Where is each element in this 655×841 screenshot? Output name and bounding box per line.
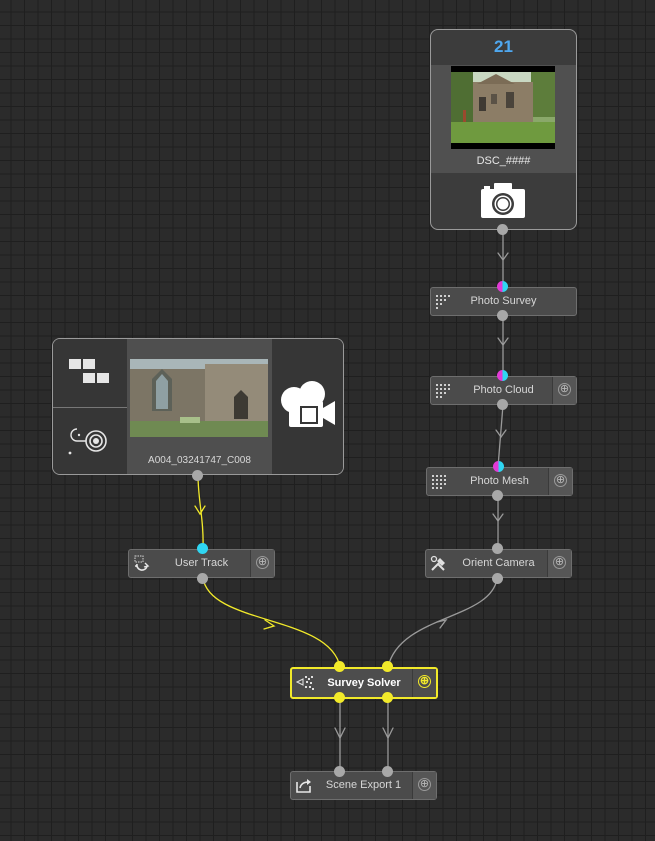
photo-thumbnail <box>451 66 555 149</box>
movie-camera-panel[interactable] <box>272 339 343 474</box>
wire-cloud-to-mesh <box>497 404 504 468</box>
orient-camera-icon <box>430 555 445 571</box>
survey-solver-output-port-right[interactable] <box>382 692 393 703</box>
video-source-output-port[interactable] <box>192 470 203 481</box>
arrow-2 <box>497 337 509 347</box>
lens-target-icon <box>68 428 107 455</box>
wire-orient-to-solver <box>387 578 498 668</box>
arrow-7 <box>382 727 394 740</box>
add-icon: ⊕ <box>553 556 566 569</box>
photo-source-output-port[interactable] <box>497 224 508 235</box>
arrow-1 <box>497 252 509 262</box>
photo-camera-icon <box>481 183 525 218</box>
video-source-card[interactable]: A004_03241747_C008 <box>52 338 344 475</box>
photo-survey-output-port[interactable] <box>497 310 508 321</box>
photo-source-card[interactable]: 21 DSC_#### <box>430 29 577 230</box>
lens-panel[interactable] <box>53 408 127 474</box>
orient-camera-output-port[interactable] <box>492 573 503 584</box>
survey-solver-input-port-left[interactable] <box>334 661 345 672</box>
wire-video-to-usertrack <box>197 474 204 550</box>
photo-mesh-label: Photo Mesh <box>470 475 529 487</box>
wire-usertrack-to-solver <box>202 577 341 668</box>
add-icon: ⊕ <box>256 556 269 569</box>
photo-mesh-output-port[interactable] <box>492 490 503 501</box>
photo-cloud-output-port[interactable] <box>497 399 508 410</box>
photo-filename: DSC_#### <box>476 155 531 167</box>
arrow-9 <box>263 619 276 630</box>
user-track-output-port[interactable] <box>197 573 208 584</box>
arrow-3 <box>495 429 507 439</box>
tracking-grid-icon <box>69 359 109 383</box>
arrow-6 <box>334 727 346 740</box>
photo-cloud-input-port[interactable] <box>497 370 508 381</box>
scene-export-input-port-left[interactable] <box>334 766 345 777</box>
movie-camera-icon <box>281 381 335 427</box>
photo-cloud-add-button[interactable]: ⊕ <box>552 377 576 404</box>
scene-export-add-button[interactable]: ⊕ <box>412 772 436 799</box>
photo-survey-input-port[interactable] <box>497 281 508 292</box>
survey-solver-node[interactable]: Survey Solver ⊕ <box>290 667 438 699</box>
user-track-label: User Track <box>174 557 229 569</box>
arrow-8 <box>194 505 206 516</box>
user-track-icon <box>134 555 150 571</box>
survey-solver-label: Survey Solver <box>327 677 401 689</box>
survey-solver-icon <box>296 676 314 690</box>
survey-solver-input-port-right[interactable] <box>382 661 393 672</box>
video-thumbnail-panel: A004_03241747_C008 <box>127 339 272 474</box>
arrow-4 <box>492 513 504 523</box>
photo-mesh-input-port[interactable] <box>493 461 504 472</box>
user-track-add-button[interactable]: ⊕ <box>250 550 274 577</box>
orient-camera-label: Orient Camera <box>462 557 535 569</box>
tracking-grid-panel[interactable] <box>53 339 127 408</box>
image-count: 21 <box>494 37 513 56</box>
photo-cloud-icon <box>436 384 450 398</box>
survey-solver-output-port-left[interactable] <box>334 692 345 703</box>
photo-mesh-icon <box>432 475 446 489</box>
add-icon: ⊕ <box>418 675 431 688</box>
photo-mesh-add-button[interactable]: ⊕ <box>548 468 572 495</box>
video-filename: A004_03241747_C008 <box>148 455 251 466</box>
add-icon: ⊕ <box>554 474 567 487</box>
scene-export-node[interactable]: Scene Export 1 ⊕ <box>290 771 437 800</box>
add-icon: ⊕ <box>558 383 571 396</box>
photo-cloud-label: Photo Cloud <box>473 384 534 396</box>
scene-export-input-port-right[interactable] <box>382 766 393 777</box>
survey-solver-add-button[interactable]: ⊕ <box>412 669 436 697</box>
video-thumbnail <box>130 359 268 437</box>
user-track-input-port[interactable] <box>197 543 208 554</box>
photo-survey-icon <box>436 295 450 309</box>
scene-export-label: Scene Export 1 <box>325 779 402 791</box>
photo-survey-label: Photo Survey <box>470 295 537 307</box>
orient-camera-input-port[interactable] <box>492 543 503 554</box>
arrow-5 <box>436 618 448 629</box>
add-icon: ⊕ <box>418 778 431 791</box>
scene-export-icon <box>296 779 311 793</box>
orient-camera-add-button[interactable]: ⊕ <box>547 550 571 577</box>
